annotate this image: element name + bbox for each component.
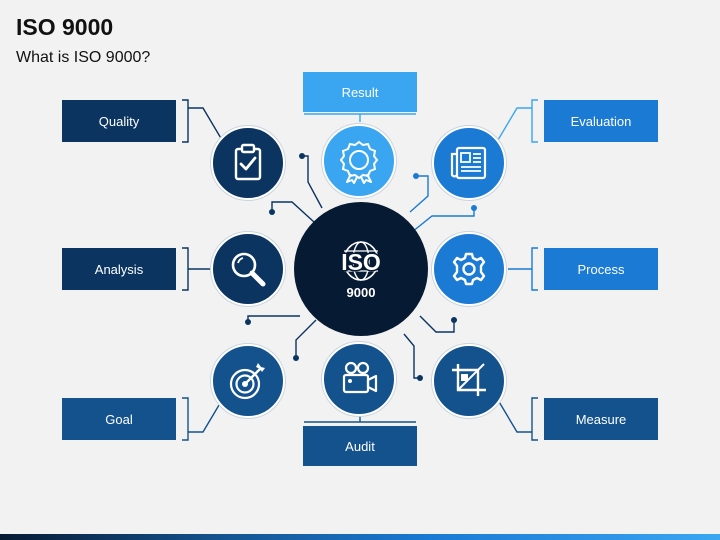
evaluation-circle [432, 126, 506, 200]
quality-circle [211, 126, 285, 200]
measure-circle [432, 344, 506, 418]
page-subtitle: What is ISO 9000? [16, 49, 151, 66]
audit-circle [322, 342, 396, 416]
label-goal: Goal [62, 398, 176, 440]
iso-9000-hub: ISO 9000 [294, 202, 428, 336]
iso-globe-logo-icon: ISO [340, 240, 382, 281]
result-circle [322, 124, 396, 198]
label-measure: Measure [544, 398, 658, 440]
iso-logo-text: ISO [341, 249, 381, 275]
video-camera-icon [342, 361, 378, 394]
label-result: Result [303, 72, 417, 112]
goal-circle [211, 344, 285, 418]
label-analysis: Analysis [62, 248, 176, 290]
page-title: ISO 9000 [16, 14, 114, 40]
gear-icon [452, 252, 486, 286]
label-audit: Audit [303, 426, 417, 466]
clipboard-check-icon [234, 143, 262, 181]
footer-gradient-bar [0, 534, 720, 540]
award-ribbon-icon [339, 140, 379, 184]
process-circle [432, 232, 506, 306]
label-process: Process [544, 248, 658, 290]
label-quality: Quality [62, 100, 176, 142]
target-arrow-icon [229, 363, 265, 400]
analysis-circle [211, 232, 285, 306]
magnifier-icon [231, 252, 266, 287]
label-evaluation: Evaluation [544, 100, 658, 142]
newspaper-icon [450, 146, 487, 180]
iso-center-number: 9000 [346, 284, 376, 300]
crop-measure-icon [452, 363, 486, 396]
